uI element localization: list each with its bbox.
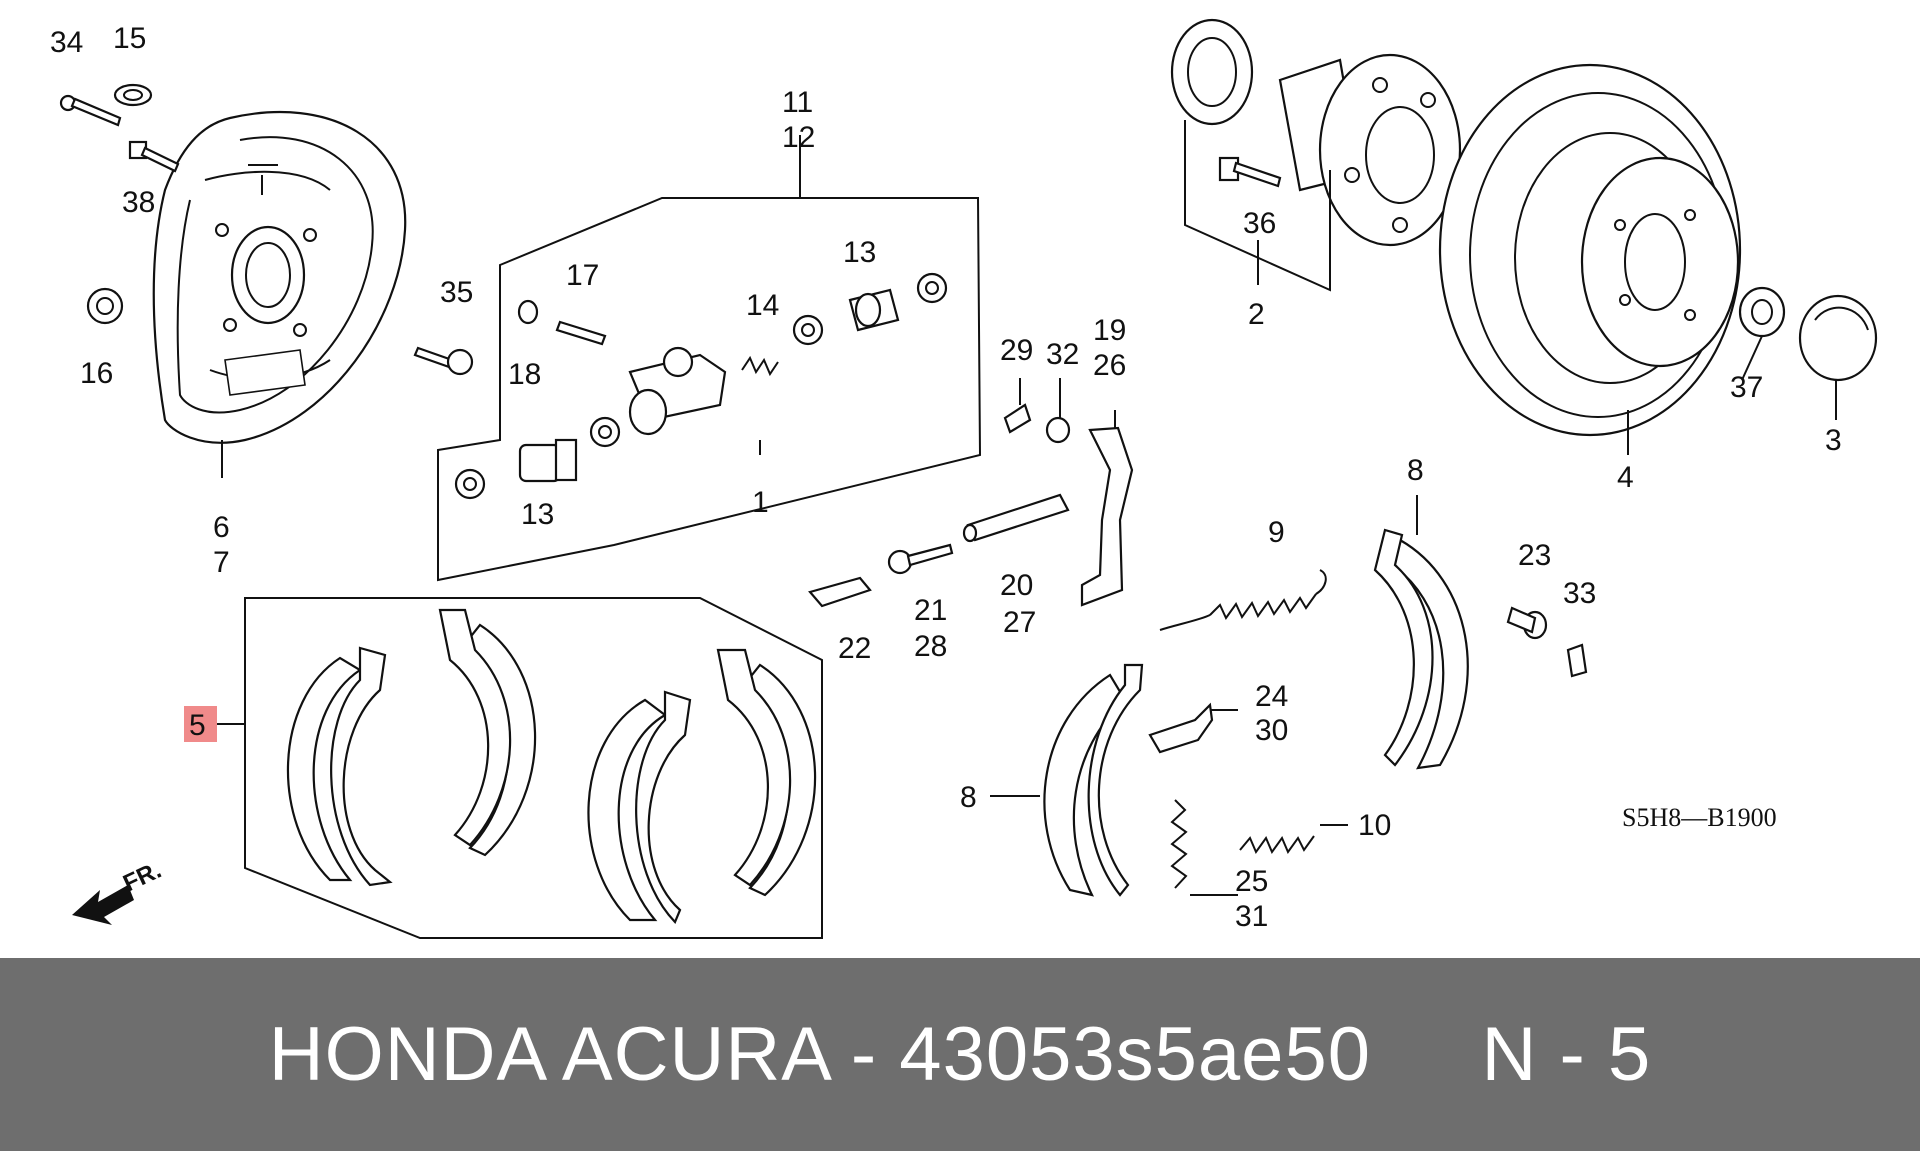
grommet-15 [113, 83, 153, 107]
leader-lines [217, 135, 1837, 896]
bolt-35 [413, 346, 474, 376]
cup-mid [589, 416, 621, 448]
callout-30: 30 [1255, 714, 1288, 747]
callout-37: 37 [1730, 371, 1763, 404]
callout-4: 4 [1617, 461, 1634, 494]
brake-drum-4 [1438, 63, 1742, 437]
callout-5: 5 [189, 709, 206, 742]
callout-26: 26 [1093, 349, 1126, 382]
cap-3 [1798, 294, 1878, 382]
shoe-set-shoe-1 [286, 646, 393, 887]
brake-shoe-8-right [1373, 528, 1469, 770]
cup-right [792, 314, 824, 346]
callout-8-top: 8 [1407, 454, 1424, 487]
callout-8-left: 8 [960, 781, 977, 814]
shoe-set-shoe-3 [587, 690, 692, 924]
callout-25: 25 [1235, 865, 1268, 898]
shoe-set-shoe-2 [438, 608, 537, 857]
part-number-text: HONDA ACURA - 43053s5ae50 N - 5 [268, 1012, 1652, 1097]
callout-13-bottom: 13 [521, 498, 554, 531]
callout-11: 11 [782, 86, 813, 119]
callout-6: 6 [213, 511, 230, 544]
adjuster-bolt-21 [887, 543, 954, 575]
cup-left [454, 468, 486, 500]
callout-22: 22 [838, 632, 871, 665]
callout-35: 35 [440, 276, 473, 309]
parking-lever-19 [1080, 426, 1134, 607]
washer-32 [1045, 416, 1071, 444]
part-number-banner: HONDA ACURA - 43053s5ae50 N - 5 [0, 958, 1920, 1151]
callout-27: 27 [1003, 606, 1036, 639]
nut-16 [86, 287, 124, 325]
bleeder-17 [555, 320, 607, 346]
lever-24 [1148, 702, 1214, 754]
callout-38: 38 [122, 186, 155, 219]
callout-15: 15 [113, 22, 146, 55]
adjuster-rod-20 [962, 493, 1070, 543]
callout-17: 17 [566, 259, 599, 292]
hub-2 [1278, 53, 1462, 247]
shoe-set-shoe-4 [716, 648, 817, 897]
callout-29: 29 [1000, 334, 1033, 367]
callout-20: 20 [1000, 569, 1033, 602]
piston-13a [848, 288, 900, 332]
callout-3: 3 [1825, 424, 1842, 457]
callout-32: 32 [1046, 338, 1079, 371]
brake-shoe-8-left [1043, 663, 1144, 897]
callout-14: 14 [746, 289, 779, 322]
callout-7: 7 [213, 546, 230, 579]
piston-13b [518, 438, 578, 483]
boot-top-right [916, 272, 948, 304]
adjuster-fork-22 [808, 576, 872, 608]
callout-labels: 34 15 38 16 6 7 35 11 12 17 18 14 13 13 … [50, 22, 1842, 933]
callout-2: 2 [1248, 298, 1265, 331]
backing-plate [152, 110, 407, 444]
callout-18: 18 [508, 358, 541, 391]
callout-23: 23 [1518, 539, 1551, 572]
spring-10 [1239, 835, 1315, 855]
shoe-set-box [244, 597, 823, 939]
spring-25 [1170, 799, 1188, 889]
callout-16: 16 [80, 357, 113, 390]
spring-14 [741, 355, 779, 377]
cap-18 [517, 299, 539, 325]
oil-seal [1170, 18, 1254, 126]
callout-36: 36 [1243, 207, 1276, 240]
callout-13-top: 13 [843, 236, 876, 269]
wheel-cylinder-box [437, 197, 982, 582]
callout-9: 9 [1268, 516, 1285, 549]
callout-12: 12 [782, 121, 815, 154]
bolt-34 [59, 94, 122, 127]
spring-9 [1159, 569, 1327, 631]
bolt-38 [128, 140, 180, 173]
pin-23 [1506, 606, 1548, 640]
callout-10: 10 [1358, 809, 1391, 842]
wheel-cylinder-1 [628, 346, 727, 436]
front-arrow-icon [72, 885, 134, 925]
nut-37 [1738, 286, 1786, 338]
clip-33 [1566, 643, 1588, 678]
callout-1: 1 [752, 486, 769, 519]
callout-31: 31 [1235, 900, 1268, 933]
callout-28: 28 [914, 630, 947, 663]
brake-parts-diagram: FR. S5H8—B1900 34 15 38 16 6 7 35 11 12 … [50, 18, 1878, 939]
callout-21: 21 [914, 594, 947, 627]
clip-29 [1003, 403, 1032, 434]
callout-24: 24 [1255, 680, 1288, 713]
diagram-code: S5H8—B1900 [1622, 803, 1777, 832]
hub-bolt-36 [1218, 156, 1282, 188]
callout-34: 34 [50, 26, 83, 59]
callout-19: 19 [1093, 314, 1126, 347]
callout-33: 33 [1563, 577, 1596, 610]
callout-5-highlight [184, 706, 217, 742]
